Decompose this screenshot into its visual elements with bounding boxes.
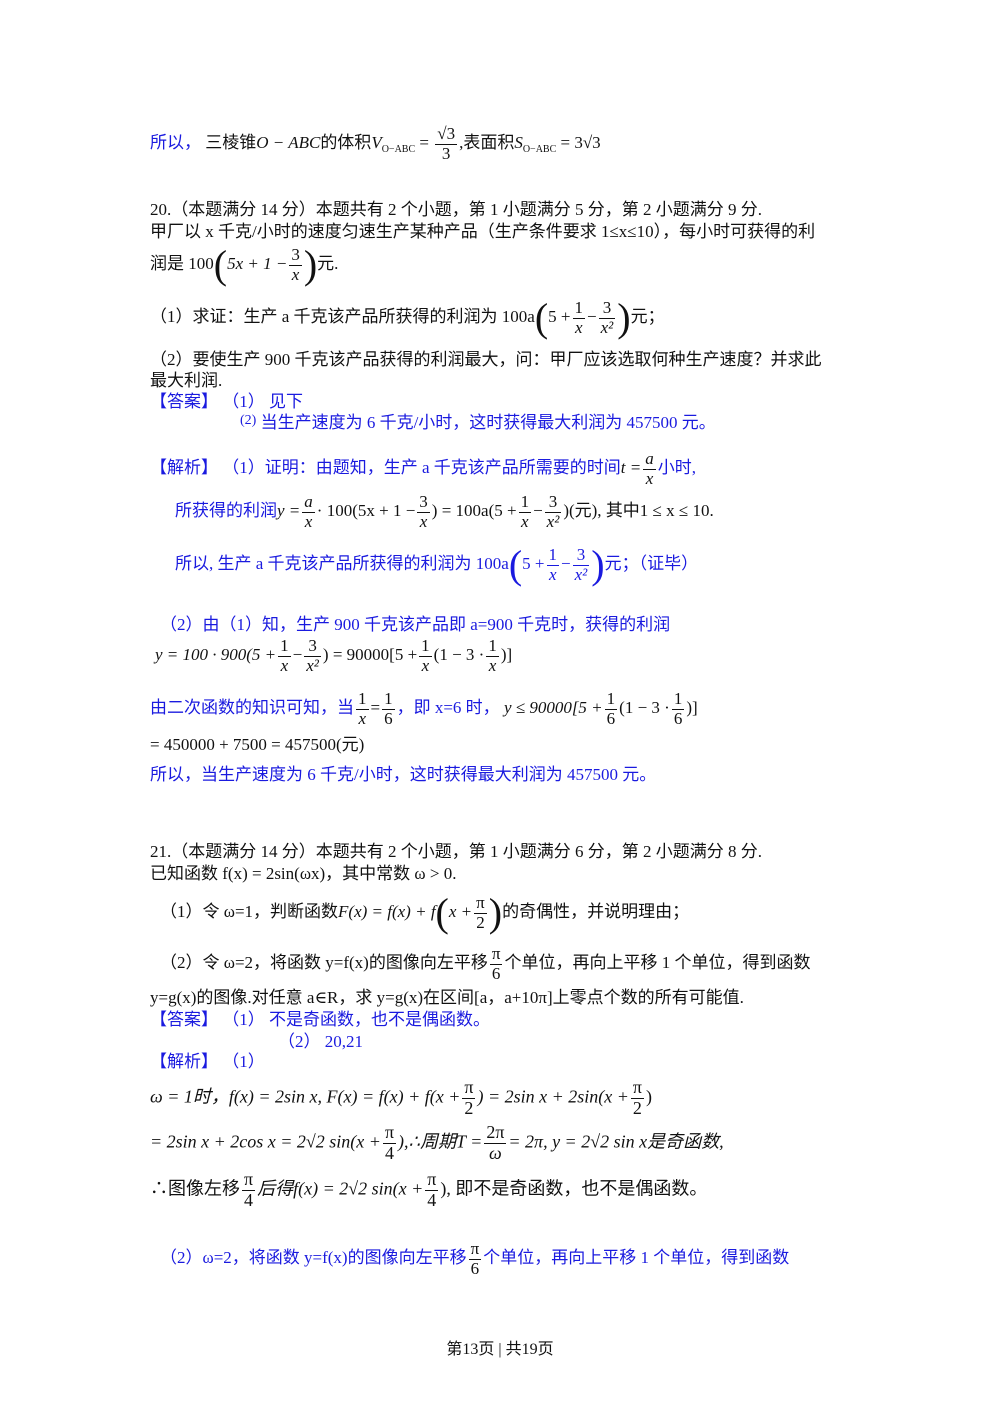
q20-part2-intro: （2）由（1）知，生产 900 千克该产品即 a=900 千克时，获得的利润 [160,615,671,634]
q20-stem-line1: 甲厂以 x 千克/小时的速度匀速生产某种产品（生产条件要求 1≤x≤10），每小… [150,222,816,241]
q21-analysis-label: 【解析】 （1） [150,1052,265,1071]
q21-answer-2: （2） 20,21 [278,1032,363,1051]
answer-label: 【答案】 [150,392,218,411]
q20-sub2-line2: 最大利润. [150,371,223,390]
q20-answer: 【答案】 （1） 见下 [150,392,303,411]
analysis-label: 【解析】 [150,1052,218,1071]
q21-sub2-line2: y=g(x)的图像.对任意 a∈R，求 y=g(x)在区间[a，a+10π]上零… [150,988,744,1007]
q20-answer-2: (2) 当生产速度为 6 千克/小时，这时获得最大利润为 457500 元。 [240,413,716,432]
q20-header: 20.（本题满分 14 分）本题共有 2 个小题，第 1 小题满分 5 分，第 … [150,200,762,219]
q21-answer: 【答案】 （1） 不是奇函数，也不是偶函数。 [150,1010,490,1029]
q20-part2-sum: = 450000 + 7500 = 457500(元) [150,735,365,754]
analysis-label: 【解析】 [150,458,218,478]
page-number: 第13页 | 共19页 [446,1341,554,1358]
q21-analysis-line1: ω = 1时，f(x) = 2sin x, F(x) = f(x) + f(x … [150,1077,652,1118]
q20-sub2-line1: （2）要使生产 900 千克该产品获得的利润最大，问：甲厂应该选取何种生产速度？… [150,350,822,369]
q20-conclusion: 所以，当生产速度为 6 千克/小时，这时获得最大利润为 457500 元。 [150,765,657,784]
q21-stem: 已知函数 f(x) = 2sin(ωx)，其中常数 ω > 0. [150,864,457,883]
answer-label: 【答案】 [150,1010,218,1029]
q21-header: 21.（本题满分 14 分）本题共有 2 个小题，第 1 小题满分 6 分，第 … [150,842,762,861]
